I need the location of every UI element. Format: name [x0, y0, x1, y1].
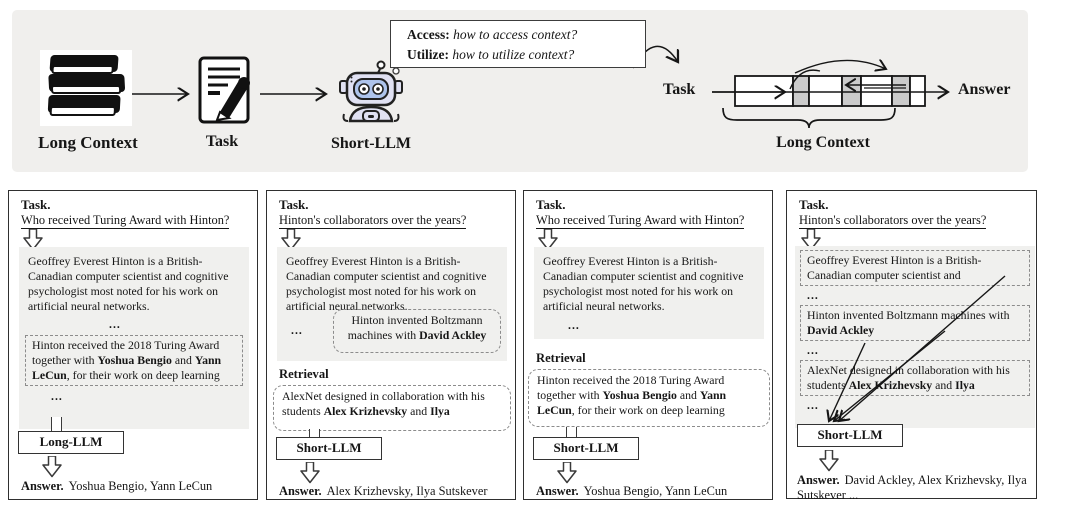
ellipsis: ...	[807, 398, 819, 412]
evidence-box-alexnet: AlexNet designed in collaboration with h…	[800, 360, 1030, 396]
task-heading: Task.	[279, 197, 309, 212]
evidence-box-turing: Hinton received the 2018 Turing Award to…	[25, 335, 243, 386]
task-heading: Task.	[21, 197, 51, 212]
hollow-down-arrow-icon	[42, 456, 62, 478]
answer-line: Answer.David Ackley, Alex Krizhevsky, Il…	[797, 473, 1027, 502]
task-question: Hinton's collaborators over the years?	[279, 213, 467, 229]
arrow-evidence3-to-llm	[829, 342, 866, 421]
retrieval-label: Retrieval	[536, 351, 586, 365]
arc-over-bar	[794, 60, 886, 74]
evidence-box-boltzmann: Hinton invented Boltzmann machines with …	[333, 309, 501, 353]
ellipsis: ...	[807, 288, 819, 302]
context-box: Geoffrey Everest Hinton is a British-Can…	[19, 247, 249, 429]
books-icon	[40, 50, 132, 126]
arrow-evidence1-to-llm	[839, 275, 1006, 421]
bubble-line-utilize: Utilize: how to utilize context?	[407, 47, 575, 62]
answer-line: Answer.Yoshua Bengio, Yann LeCun	[536, 484, 728, 498]
retrieved-box-turing: Hinton received the 2018 Turing Award to…	[528, 369, 770, 427]
panel-multi-evidence: Task. Hinton's collaborators over the ye…	[786, 190, 1037, 502]
evidence-box-bio: Geoffrey Everest Hinton is a British-Can…	[800, 250, 1030, 286]
long-llm-box: Long-LLM	[18, 431, 124, 454]
hollow-down-arrow-icon	[538, 229, 558, 251]
flow-answer-label: Answer	[958, 81, 1011, 98]
curly-brace-icon	[722, 107, 896, 129]
short-llm-icon-label: Short-LLM	[331, 135, 411, 152]
speech-bubble-tail	[392, 67, 400, 75]
retrieved-box-alexnet: AlexNet designed in collaboration with h…	[273, 385, 511, 431]
context-box: Geoffrey Everest Hinton is a British-Can…	[277, 247, 507, 361]
context-box: Geoffrey Everest Hinton is a British-Can…	[795, 246, 1035, 428]
ellipsis: ...	[807, 343, 819, 357]
hollow-down-arrow-icon	[281, 229, 301, 251]
flow-decoration-svg	[130, 45, 1080, 129]
long-context-icon-label: Long Context	[38, 133, 138, 152]
context-box: Geoffrey Everest Hinton is a British-Can…	[534, 247, 764, 339]
task-question: Who received Turing Award with Hinton?	[536, 213, 745, 229]
hollow-down-arrow-icon	[801, 229, 821, 251]
ellipsis: ...	[51, 389, 63, 403]
task-heading: Task.	[536, 197, 566, 212]
speech-bubble: Access: how to access context? Utilize: …	[390, 20, 646, 68]
evidence-arrows-svg	[787, 275, 1006, 500]
panel-long-llm: Task. Who received Turing Award with Hin…	[8, 190, 258, 500]
hollow-down-arrow-icon	[23, 229, 43, 251]
ellipsis: ...	[291, 323, 303, 337]
hollow-down-arrow-icon	[557, 462, 577, 484]
context-paragraph: Geoffrey Everest Hinton is a British-Can…	[28, 254, 229, 313]
short-llm-box: Short-LLM	[797, 424, 903, 447]
bar-long-context-label: Long Context	[776, 134, 870, 151]
panel-retrieval-turing: Task. Who received Turing Award with Hin…	[523, 190, 773, 500]
hollow-down-arrow-icon	[819, 450, 839, 472]
context-paragraph: Geoffrey Everest Hinton is a British-Can…	[286, 254, 487, 313]
hook-curve	[789, 69, 821, 90]
hollow-down-arrow-icon	[300, 462, 320, 484]
task-question: Who received Turing Award with Hinton?	[21, 213, 230, 229]
answer-line: Answer.Yoshua Bengio, Yann LeCun	[21, 479, 213, 493]
long-context-bar	[734, 75, 926, 107]
task-icon-label: Task	[205, 133, 239, 150]
task-heading: Task.	[799, 197, 829, 212]
ellipsis: ...	[568, 318, 580, 332]
robot-icon	[339, 60, 403, 123]
context-paragraph: Geoffrey Everest Hinton is a British-Can…	[543, 254, 744, 313]
short-llm-box: Short-LLM	[276, 437, 382, 460]
short-llm-box: Short-LLM	[533, 437, 639, 460]
panel-retrieval-shortllm: Task. Hinton's collaborators over the ye…	[266, 190, 516, 500]
bubble-line-access: Access: how to access context?	[407, 27, 578, 42]
pencil	[215, 77, 250, 122]
retrieval-label: Retrieval	[279, 367, 329, 381]
arrow-evidence2-to-llm	[834, 330, 946, 421]
arrow-shaft	[566, 427, 577, 441]
evidence-box-boltzmann: Hinton invented Boltzmann machines with …	[800, 305, 1030, 341]
ellipsis: ...	[109, 317, 121, 331]
arrow-shaft	[309, 429, 320, 441]
arrow-shaft	[51, 417, 62, 433]
document-pencil-icon	[198, 56, 250, 124]
flow-task-label: Task	[663, 81, 696, 98]
task-question: Hinton's collaborators over the years?	[799, 213, 987, 229]
answer-line: Answer.Alex Krizhevsky, Ilya Sutskever	[279, 484, 488, 498]
